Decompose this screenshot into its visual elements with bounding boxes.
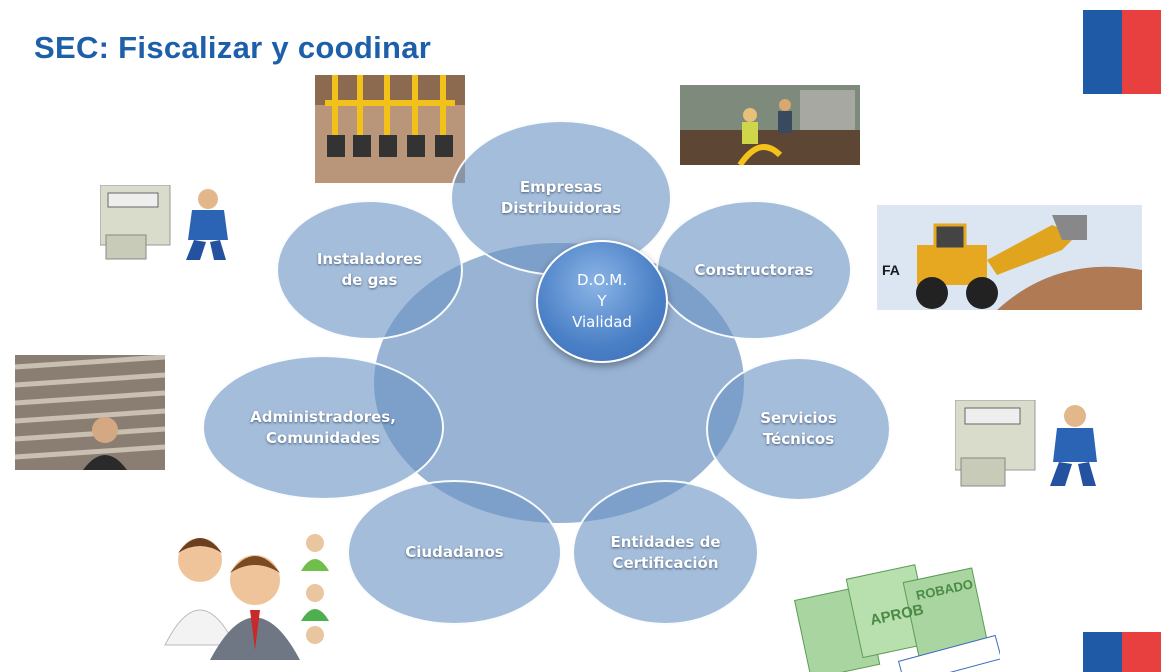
node-label: Instaladores de gas: [316, 250, 423, 289]
node-constructoras: Constructoras: [656, 200, 852, 340]
chile-flag-top: [1083, 10, 1161, 94]
node-instaladores-de-gas: Instaladores de gas: [276, 200, 463, 340]
svg-text:FA: FA: [882, 262, 900, 278]
node-label: Ciudadanos: [405, 543, 504, 561]
building-man-photo: [15, 355, 165, 470]
center-label: D.O.M. Y Vialidad: [572, 271, 632, 331]
node-ciudadanos: Ciudadanos: [347, 480, 562, 625]
people-users-icon: [155, 515, 340, 660]
node-label: Entidades de Certificación: [610, 532, 721, 572]
chile-flag-bottom: [1083, 632, 1161, 672]
excavation-workers-photo: [680, 85, 860, 165]
node-label: Administradores, Comunidades: [250, 407, 396, 447]
approval-stickers-photo: APROB ROBADO: [790, 560, 1000, 672]
technician-panel-photo-left: [100, 185, 245, 265]
node-dom-vialidad: D.O.M. Y Vialidad: [536, 240, 668, 363]
node-label: Constructoras: [694, 260, 814, 279]
gas-meters-photo: [315, 75, 465, 183]
node-label: Empresas Distribuidoras: [500, 178, 622, 217]
wheel-loader-photo: FA: [877, 205, 1142, 310]
node-entidades-de-certificacion: Entidades de Certificación: [572, 480, 759, 625]
slide-title: SEC: Fiscalizar y coodinar: [34, 30, 432, 65]
technician-panel-photo-right: [955, 400, 1115, 495]
node-administradores-comunidades: Administradores, Comunidades: [202, 355, 444, 500]
node-servicios-tecnicos: Servicios Técnicos: [706, 357, 891, 501]
node-label: Servicios Técnicos: [760, 409, 837, 448]
